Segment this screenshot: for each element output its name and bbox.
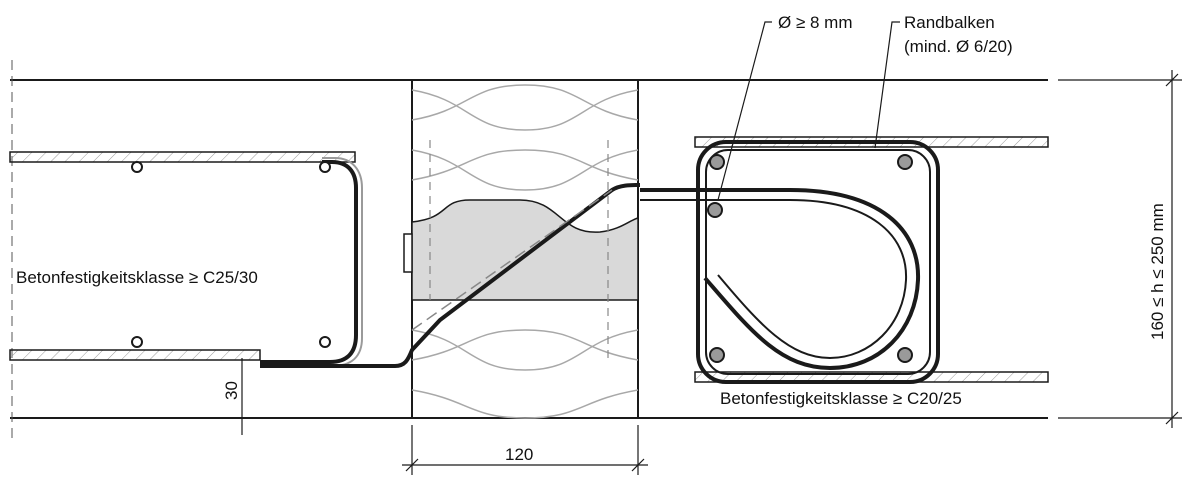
insulation-body xyxy=(411,84,639,419)
left-tension-bar xyxy=(260,183,641,368)
edge-beam-bar-section xyxy=(709,347,725,363)
concrete-class-right: Betonfestigkeitsklasse ≥ C20/25 xyxy=(720,389,962,408)
edge-beam-stirrup-inner xyxy=(705,149,931,375)
bearing-plate xyxy=(403,233,413,273)
pressure-bearing-block xyxy=(411,199,639,301)
edge-beam-stirrup-outer xyxy=(696,140,940,384)
insulation-width-dimension xyxy=(402,425,648,475)
cover-dimension-value: 30 xyxy=(222,381,241,400)
left-stirrup xyxy=(260,160,358,364)
edge-beam-bar-section xyxy=(897,154,913,170)
edge-beam-leader xyxy=(874,21,900,149)
thickness-range-label: 160 ≤ h ≤ 250 mm xyxy=(1148,203,1167,340)
edge-beam-detail: (mind. Ø 6/20) xyxy=(904,37,1013,56)
edge-beam-bar-section xyxy=(897,347,913,363)
concrete-class-left: Betonfestigkeitsklasse ≥ C25/30 xyxy=(16,268,258,287)
left-tension-bar-dashed xyxy=(411,189,613,331)
left-bar-section xyxy=(319,336,331,348)
diameter-leader xyxy=(717,21,772,201)
thickness-dimension xyxy=(1058,70,1182,428)
left-reinforcement xyxy=(9,151,641,368)
edge-beam-bar-section xyxy=(707,202,723,218)
edge-beam-bar-section xyxy=(709,154,725,170)
left-bottom-bar-hatched xyxy=(9,349,261,361)
loop-bar-inner xyxy=(640,199,908,360)
left-bar-section xyxy=(319,161,331,173)
left-top-bar-hatched xyxy=(9,151,356,163)
diameter-label: Ø ≥ 8 mm xyxy=(778,13,853,32)
loop-bar xyxy=(640,188,921,371)
left-bar-section xyxy=(131,161,143,173)
left-bar-section xyxy=(131,336,143,348)
left-stirrup-inner xyxy=(322,157,363,367)
edge-beam-title: Randbalken xyxy=(904,13,995,32)
insulation-width-value: 120 xyxy=(505,445,533,464)
leader-lines xyxy=(717,21,900,201)
right-reinforcement xyxy=(640,136,1049,384)
